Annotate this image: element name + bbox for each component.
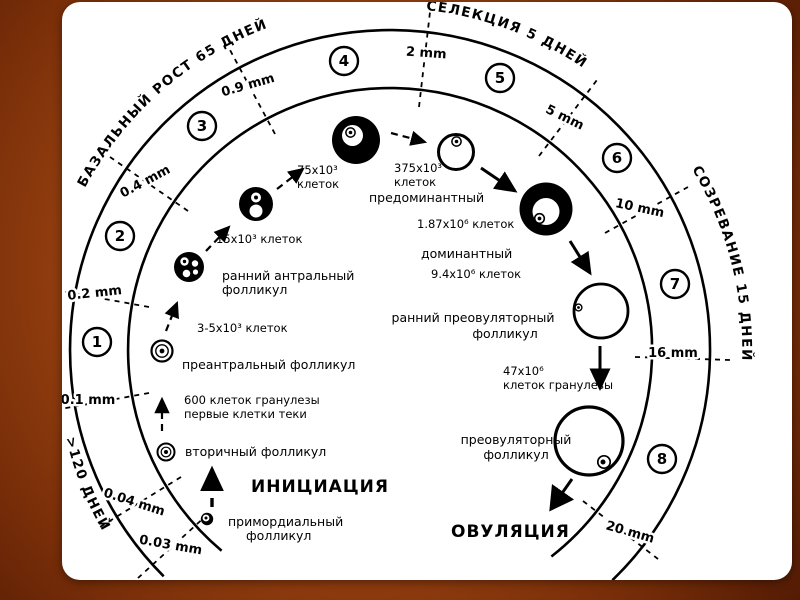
stage-number: 1 (92, 333, 102, 351)
label-preovulatory-line1: преовуляторный (461, 432, 572, 447)
follicle-primordial-icon (200, 512, 214, 526)
size-label: 0.04 mm (101, 486, 166, 520)
svg-text:>120 ДНЕЙ: >120 ДНЕЙ (62, 435, 115, 534)
stage-badge-7: 7 (659, 268, 691, 300)
label-primordial-line2: фолликул (246, 528, 311, 543)
label-primordial-line1: примордиальный (228, 514, 343, 529)
label-75k-line1: 75x10³ (297, 163, 338, 177)
label-47m-line2: клеток гранулезы (503, 378, 613, 392)
follicle-early-antral-icon (174, 252, 204, 282)
stage-number-badges: 1 2 3 4 5 6 7 8 (81, 45, 691, 475)
label-375k-line1: 375x10³ (394, 161, 442, 175)
label-1-87m-cells: 1.87x10⁶ клеток (417, 217, 514, 231)
label-dominant: доминантный (421, 246, 512, 261)
stage-badge-8: 8 (646, 443, 678, 475)
stage-number: 4 (339, 52, 349, 70)
size-label: 2 mm (405, 45, 447, 63)
follicle-large-antral-icon (332, 116, 380, 164)
stage-badge-6: 6 (601, 142, 633, 174)
arrow-predominant-to-dominant (480, 166, 518, 193)
stage-number: 3 (197, 117, 207, 135)
follicle-early-preovulatory-icon (572, 282, 630, 340)
label-preantral: преантральный фолликул (182, 357, 355, 372)
stage-badge-2: 2 (104, 220, 136, 252)
label-ovulation: ОВУЛЯЦИЯ (451, 522, 570, 542)
follicle-preovulatory-icon (553, 405, 625, 477)
stage-badge-3: 3 (186, 110, 218, 142)
stage-badge-4: 4 (328, 45, 360, 77)
follicle-antral-icon (239, 187, 273, 221)
label-early-preovulatory-line2: фолликул (472, 326, 537, 341)
stage-badge-1: 1 (81, 326, 113, 358)
arrow-large-antral-to-predominant (390, 130, 428, 146)
label-early-antral-line1: ранний антральный (222, 268, 354, 283)
arc-title-basal-growth: БАЗАЛЬНЫЙ РОСТ 65 ДНЕЙ (74, 15, 268, 190)
label-first-theca-cells: первые клетки теки (184, 407, 307, 421)
label-47m-line1: 47x10⁶ (503, 364, 544, 378)
label-initiation: ИНИЦИАЦИЯ (251, 477, 389, 497)
size-label: 0.1 mm (61, 393, 116, 408)
size-label: 16 mm (648, 346, 698, 361)
stage-number: 5 (495, 69, 505, 87)
size-label: 10 mm (614, 196, 666, 221)
arc-title-120-days: >120 ДНЕЙ (62, 435, 113, 534)
label-early-antral-line2: фолликул (222, 282, 287, 297)
label-early-preovulatory-line1: ранний преовуляторный (392, 310, 555, 325)
outer-arc (68, 28, 712, 580)
arrow-antral-to-large-antral (276, 167, 305, 190)
stage-badge-5: 5 (484, 62, 516, 94)
size-label: 5 mm (543, 102, 586, 133)
follicle-dominant-icon (519, 182, 573, 236)
stage-number: 2 (115, 227, 125, 245)
label-375k-line2: клеток (394, 175, 436, 189)
size-label: 20 mm (604, 519, 656, 547)
stage-number: 6 (612, 149, 622, 167)
arrow-ovulation (549, 478, 575, 512)
arrow-early-antral-to-antral (205, 225, 231, 252)
follicle-predominant-icon (437, 133, 475, 171)
label-secondary: вторичный фолликул (185, 444, 326, 459)
label-predominant: предоминантный (369, 190, 484, 205)
label-early-antral-cells: 15x10³ клеток (216, 232, 302, 246)
follicle-preantral-icon (150, 339, 174, 363)
follicle-secondary-icon (156, 442, 176, 462)
label-granulosa-600: 600 клеток гранулезы (184, 393, 320, 407)
size-label: 0.03 mm (138, 533, 203, 559)
label-9-4m-cells: 9.4x10⁶ клеток (431, 267, 521, 281)
svg-text:БАЗАЛЬНЫЙ РОСТ 65 ДНЕЙ: БАЗАЛЬНЫЙ РОСТ 65 ДНЕЙ (74, 15, 270, 190)
arrow-preantral-to-early-antral (164, 300, 179, 332)
arrow-dominant-to-early-preovulatory (568, 240, 592, 276)
label-75k-line2: клеток (297, 177, 339, 191)
stage-number: 8 (657, 450, 667, 468)
label-preantral-cells: 3-5x10³ клеток (197, 321, 288, 335)
stage-number: 7 (670, 275, 680, 293)
label-preovulatory-line2: фолликул (483, 447, 548, 462)
inner-arc (126, 86, 654, 558)
